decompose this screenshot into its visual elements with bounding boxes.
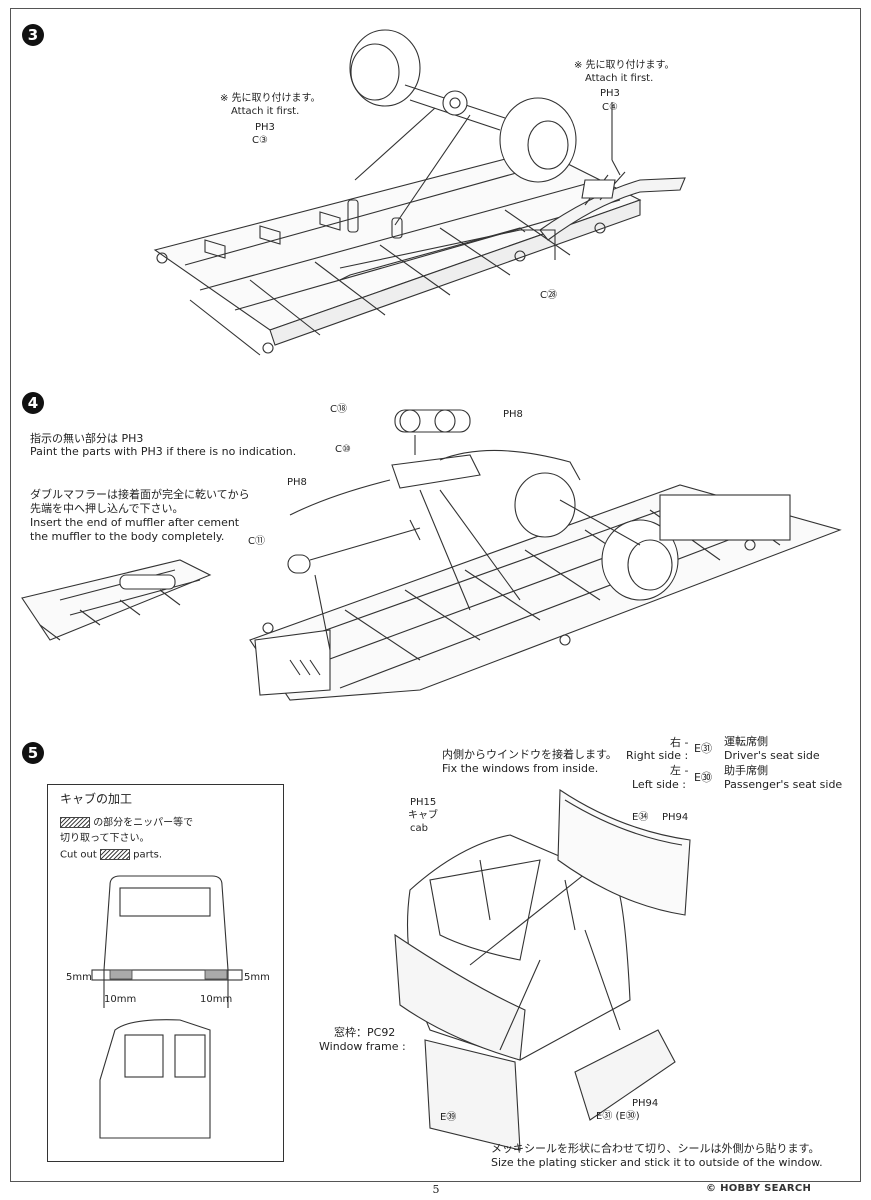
step4-instruction-2-jp-1: ダブルマフラーは接着面が完全に乾いてから — [30, 488, 250, 501]
part-e81-e80: E㉛ (E㉚) — [596, 1111, 640, 1122]
step5-inset-drawings — [91, 875, 243, 1139]
right-side-label-en: Right side : — [626, 749, 689, 762]
step4-instruction-2-en-1: Insert the end of muffler after cement — [30, 516, 240, 529]
cab-label-jp: キャブ — [408, 810, 438, 821]
watermark: © HOBBY SEARCH — [706, 1183, 812, 1194]
step4-mufflers — [287, 409, 581, 651]
step3-part-bottom: C㉘ — [540, 290, 557, 301]
step-5-badge: 5 — [22, 742, 44, 764]
window-frame-en: Window frame : — [319, 1040, 406, 1053]
hatch-swatch-icon-2 — [99, 849, 130, 860]
step-3-badge: 3 — [22, 24, 44, 46]
hatch-swatch-icon — [60, 817, 90, 828]
cab-box-title: キャブの加工 — [60, 792, 133, 806]
step4-instruction-1-en: Paint the parts with PH3 if there is no … — [30, 445, 297, 458]
sticker-instruction-jp: メッキシールを形状に合わせて切り、シールは外側から貼ります。 — [491, 1142, 820, 1155]
step4-color-ph8-a: PH8 — [503, 409, 523, 420]
right-side-desc-jp: 運転席側 — [724, 735, 768, 748]
step3-note-right-color: PH3 — [600, 88, 620, 99]
step4-part-c10: C⑩ — [335, 444, 351, 455]
cab-box-instruction-en: Cut out parts. — [60, 849, 163, 861]
step4-inset — [21, 559, 212, 641]
step3-note-left-color: PH3 — [255, 122, 275, 133]
left-side-desc-jp: 助手席側 — [724, 764, 768, 777]
step3-note-right-jp: ※ 先に取り付けます。 — [574, 60, 675, 71]
cab-box-instruction-jp-2: 切り取って下さい。 — [60, 833, 150, 844]
dim-5mm-right: 5mm — [244, 972, 270, 983]
step4-instruction-1-jp: 指示の無い部分は PH3 — [30, 432, 144, 445]
step4-instruction-2-en-2: the muffler to the body completely. — [30, 530, 225, 543]
cab-processing-box — [47, 784, 284, 1162]
dim-10mm-right: 10mm — [200, 994, 233, 1005]
step3-note-right-en: Attach it first. — [585, 73, 654, 84]
step3-axle — [349, 29, 577, 226]
part-e84: E㉞ — [632, 812, 649, 823]
color-ph94-b: PH94 — [632, 1098, 659, 1109]
step3-note-left-part: C③ — [252, 135, 268, 146]
step4-color-ph8-b: PH8 — [287, 477, 307, 488]
window-frame-jp: 窓枠：PC92 — [334, 1026, 396, 1039]
part-e79: E㊴ — [440, 1112, 457, 1123]
left-side-label-jp: 左 - — [670, 764, 689, 777]
cab-color: PH15 — [410, 797, 437, 808]
dim-5mm-left: 5mm — [66, 972, 92, 983]
cut-hatches — [109, 969, 228, 980]
page-number: 5 — [432, 1183, 440, 1196]
left-side-part: E㉚ — [694, 771, 712, 784]
step3-note-left-en: Attach it first. — [231, 106, 300, 117]
step5-side-windows — [424, 929, 676, 1151]
color-ph94-a: PH94 — [662, 812, 689, 823]
left-side-desc-en: Passenger's seat side — [724, 778, 843, 791]
step4-chassis — [249, 472, 842, 701]
step3-note-left-jp: ※ 先に取り付けます。 — [220, 93, 321, 104]
right-side-part: E㉛ — [694, 742, 712, 755]
step3-chassis — [153, 149, 642, 356]
right-side-desc-en: Driver's seat side — [724, 749, 820, 762]
sticker-instruction-en: Size the plating sticker and stick it to… — [491, 1156, 823, 1169]
windows-instruction-en: Fix the windows from inside. — [442, 762, 599, 775]
page-frame — [10, 8, 861, 1182]
left-side-label-en: Left side : — [632, 778, 686, 791]
dim-10mm-left: 10mm — [104, 994, 137, 1005]
step4-part-c11: C⑪ — [248, 536, 265, 547]
step4-part-c18: C⑱ — [330, 404, 347, 415]
windows-instruction-jp: 内側からウインドウを接着します。 — [442, 748, 617, 761]
step-4-badge: 4 — [22, 392, 44, 414]
cab-label-en: cab — [410, 823, 428, 834]
step4-instruction-2-jp-2: 先端を中へ押し込んで下さい。 — [30, 502, 184, 515]
cab-box-instruction-jp-1: の部分をニッパー等で — [60, 817, 193, 830]
step3-note-right-part: C④ — [602, 102, 618, 113]
step5-windshield — [557, 788, 691, 916]
right-side-label-jp: 右 - — [670, 736, 689, 749]
